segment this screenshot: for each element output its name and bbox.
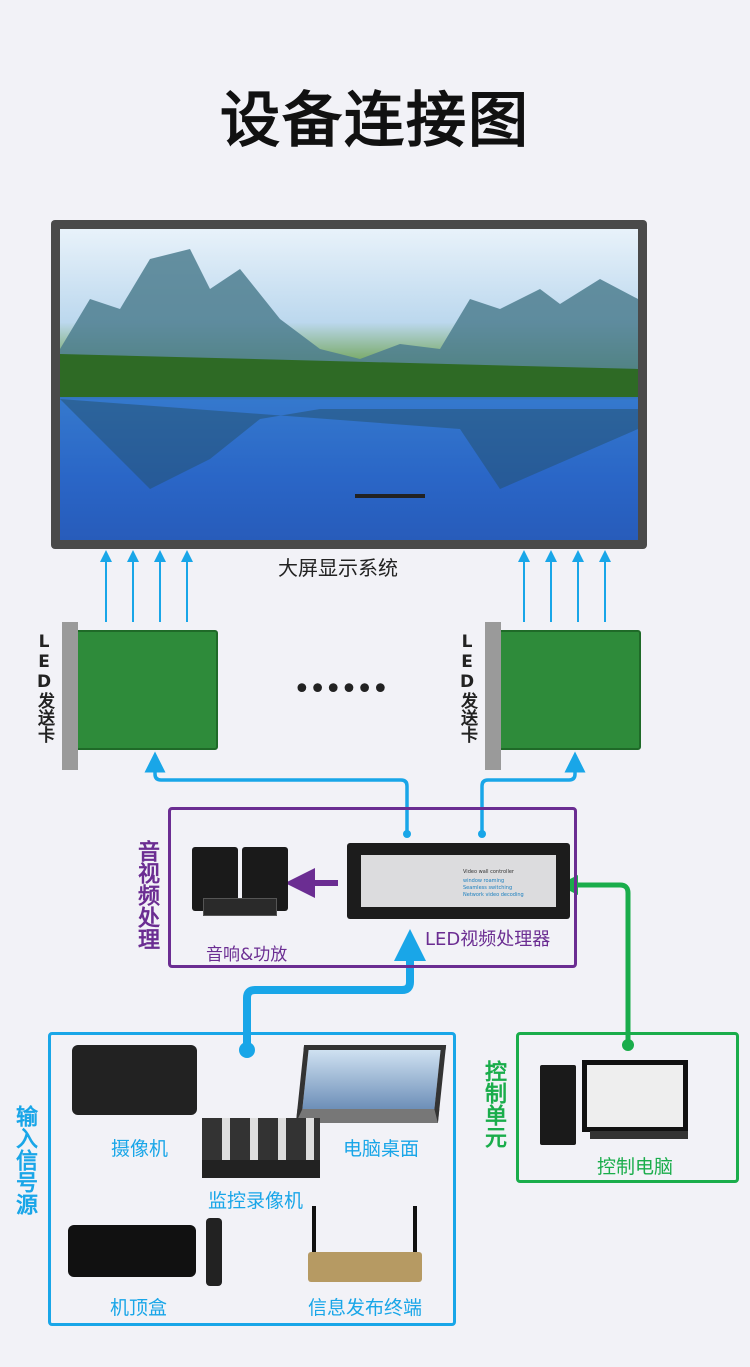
more-cards-ellipsis: ••••••: [293, 672, 389, 707]
input-item-label: 摄像机: [111, 1138, 169, 1160]
input-item-label: 机顶盒: [110, 1297, 168, 1319]
right-led-sender-card: [493, 630, 641, 750]
camcorder: [72, 1045, 197, 1115]
input-sources-group: [48, 1032, 456, 1326]
input-sources-label: 输入信号源: [12, 1105, 37, 1215]
left-card-bracket: [62, 622, 78, 770]
amplifier: [203, 898, 277, 916]
processor-panel-line: Network video decoding: [463, 892, 524, 898]
input-item-label: 电脑桌面: [343, 1138, 420, 1160]
monitor: [582, 1060, 688, 1132]
set-top-box: [68, 1225, 196, 1277]
right-card-bracket: [485, 622, 501, 770]
processor-label: LED视频处理器: [425, 929, 551, 950]
keyboard: [590, 1131, 688, 1139]
processor-panel-line: Seamless switching: [463, 885, 513, 891]
display-label: 大屏显示系统: [278, 556, 398, 580]
antenna-left: [312, 1206, 316, 1266]
processor-panel-line: window roaming: [463, 878, 505, 884]
speaker-amp-label: 音响&功放: [206, 945, 288, 965]
right-sender-card-label: LED发送卡: [457, 632, 477, 743]
led-display-screen: [51, 220, 647, 549]
control-unit-label: 控制单元: [481, 1060, 506, 1148]
antenna-right: [413, 1206, 417, 1266]
info-publishing-terminal: [308, 1252, 422, 1282]
remote-control: [206, 1218, 222, 1286]
input-item-label: 监控录像机: [208, 1190, 304, 1212]
control-unit-group: [516, 1032, 739, 1183]
processor-panel-title: Video wall controller: [463, 869, 514, 875]
left-sender-card-label: LED发送卡: [34, 632, 54, 743]
control-pc-label: 控制电脑: [597, 1156, 674, 1178]
led-video-processor: Video wall controller window roaming Sea…: [347, 843, 570, 919]
input-item-label: 信息发布终端: [308, 1297, 423, 1319]
pc-tower: [540, 1065, 576, 1145]
page-title: 设备连接图: [220, 86, 530, 156]
surveillance-cameras: [202, 1118, 320, 1160]
display-arrows: [100, 550, 611, 622]
laptop: [295, 1045, 447, 1123]
landscape-image: [60, 229, 638, 540]
video-recorder: [202, 1160, 320, 1178]
left-led-sender-card: [70, 630, 218, 750]
av-processing-group: [168, 807, 577, 968]
av-processing-label: 音视频处理: [134, 840, 159, 950]
